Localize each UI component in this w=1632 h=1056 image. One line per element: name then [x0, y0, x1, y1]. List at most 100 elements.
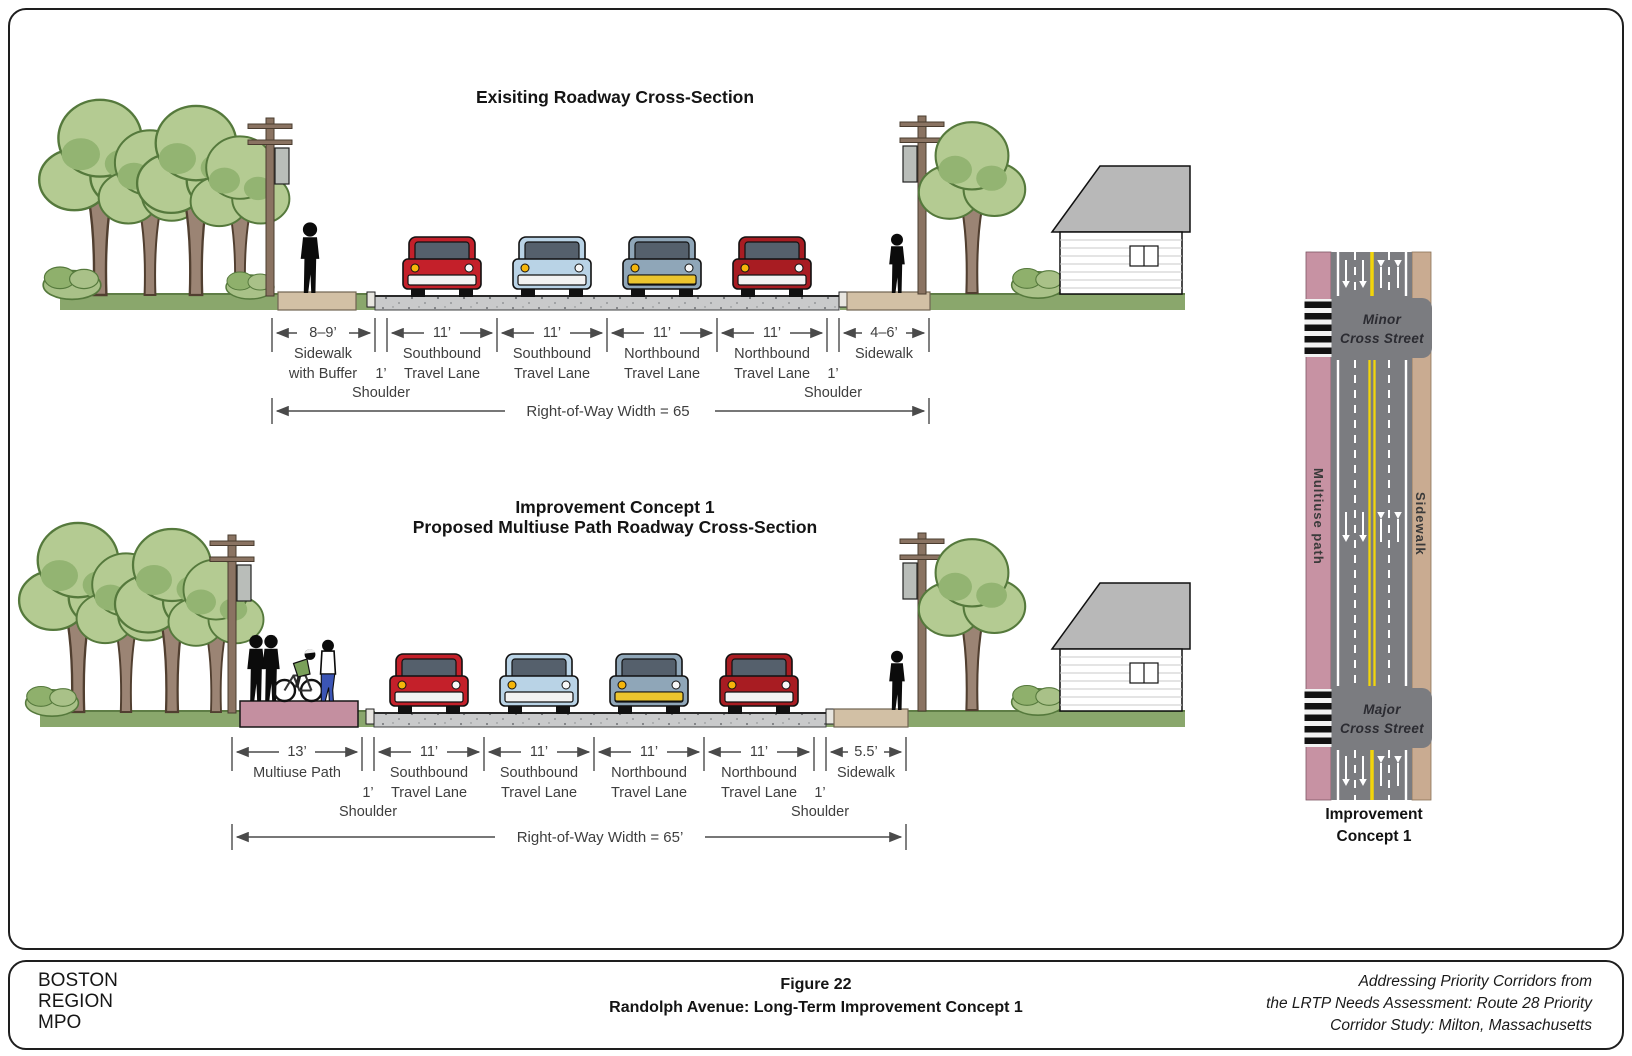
dim-label: Sidewalk	[836, 765, 896, 781]
car-icon	[389, 653, 469, 715]
credit-line: Addressing Priority Corridors from	[1358, 973, 1592, 990]
bush-icon	[42, 266, 102, 301]
right-of-way-label: Right-of-Way Width = 65’	[516, 829, 684, 846]
concept-cross-section-scene	[17, 521, 1191, 728]
minor-cross-street-label: Cross Street	[1340, 331, 1424, 346]
dim-label: with Buffer	[288, 366, 358, 382]
dim-label: Travel Lane	[390, 785, 468, 801]
figure-title: Randolph Avenue: Long-Term Improvement C…	[609, 999, 1023, 1016]
existing-section-title: Exisiting Roadway Cross-Section	[475, 87, 755, 107]
house-icon	[1051, 582, 1191, 712]
dim-label: Southbound	[402, 346, 482, 362]
dim-value: 13’	[287, 744, 307, 760]
dim-label: Sidewalk	[854, 346, 914, 362]
dim-value: 11’	[749, 744, 769, 760]
multiuse-path-label: Multiuse path	[1311, 468, 1326, 565]
car-icon	[622, 236, 702, 298]
curb	[365, 708, 375, 725]
curb	[825, 708, 835, 725]
center-lines	[1368, 252, 1376, 800]
tree-icon	[917, 538, 1027, 712]
dim-label: Travel Lane	[623, 366, 701, 382]
plan-view	[1304, 251, 1432, 801]
dim-label: Shoulder	[803, 385, 863, 401]
cyclist-icon	[272, 647, 324, 703]
dim-value: 8–9’	[309, 325, 337, 341]
dim-label: Travel Lane	[403, 366, 481, 382]
concept-dimension-lines	[231, 737, 907, 850]
dim-label: Southbound	[499, 765, 579, 781]
existing-cross-section-scene	[38, 98, 1191, 311]
car-icon	[719, 653, 799, 715]
bush-icon	[1010, 684, 1066, 716]
sidewalk-right	[833, 708, 909, 728]
car-icon	[402, 236, 482, 298]
dim-label: Northbound	[721, 765, 797, 781]
figure-number: Figure 22	[780, 976, 852, 993]
sidewalk-right	[846, 291, 931, 311]
pedestrian-icon	[889, 233, 905, 293]
curb	[366, 291, 376, 308]
multiuse-path	[239, 700, 359, 728]
dim-label: Southbound	[389, 765, 469, 781]
house-icon	[1051, 165, 1191, 295]
lane-dashed-lines	[1354, 252, 1390, 800]
report-credit: Addressing Priority Corridors from the L…	[1266, 971, 1592, 1037]
car-icon	[499, 653, 579, 715]
dim-value: 11’	[639, 744, 659, 760]
right-of-way-label: Right-of-Way Width = 65	[526, 403, 690, 420]
pedestrian-icon	[262, 634, 280, 701]
major-cross-street-label: Major	[1363, 702, 1401, 717]
credit-line: Corridor Study: Milton, Massachusetts	[1330, 1017, 1592, 1034]
dim-label: Northbound	[734, 346, 810, 362]
dim-label: Southbound	[512, 346, 592, 362]
dim-label: Shoulder	[790, 804, 850, 820]
existing-dimension-lines	[271, 318, 930, 424]
lane-edge-lines	[1336, 252, 1408, 800]
concept-section-subtitle: Proposed Multiuse Path Roadway Cross-Sec…	[412, 517, 818, 537]
credit-line: the LRTP Needs Assessment: Route 28 Prio…	[1266, 995, 1592, 1012]
dim-label: Travel Lane	[733, 366, 811, 382]
dim-value: 5.5’	[854, 744, 878, 760]
dim-label: Travel Lane	[720, 785, 798, 801]
dim-value: 11’	[529, 744, 549, 760]
org-line: MPO	[38, 1012, 82, 1033]
footer-border	[8, 960, 1624, 1050]
car-icon	[609, 653, 689, 715]
crosswalk-icon	[1304, 299, 1332, 747]
dim-value: 4–6’	[870, 325, 898, 341]
grass-right	[826, 711, 1185, 727]
roadway	[374, 295, 840, 311]
jogger-icon	[319, 638, 337, 702]
pedestrian-icon	[247, 634, 265, 701]
dim-label: Travel Lane	[610, 785, 688, 801]
car-icon	[512, 236, 592, 298]
dim-label: Northbound	[624, 346, 700, 362]
roadway	[373, 712, 827, 728]
pedestrian-icon	[889, 650, 905, 710]
dim-label: Travel Lane	[500, 785, 578, 801]
sidewalk-label: Sidewalk	[1413, 492, 1428, 556]
curb	[838, 291, 848, 308]
dim-value: 1’	[375, 366, 387, 382]
dim-value: 11’	[652, 325, 672, 341]
minor-cross-street-label: Minor	[1362, 312, 1402, 327]
org-line: BOSTON	[38, 970, 118, 991]
major-cross-street-block	[1331, 688, 1432, 748]
plan-caption: Concept 1	[1336, 828, 1412, 845]
sidewalk-with-buffer	[277, 291, 357, 311]
major-cross-street-label: Cross Street	[1340, 721, 1424, 736]
minor-cross-street-block	[1331, 298, 1432, 358]
dim-value: 11’	[542, 325, 562, 341]
dim-label: Shoulder	[338, 804, 398, 820]
dim-label: Travel Lane	[513, 366, 591, 382]
pedestrian-icon	[300, 222, 320, 293]
bush-icon	[1010, 267, 1066, 299]
org-line: REGION	[38, 991, 113, 1012]
lane-direction-arrows	[1342, 260, 1402, 786]
car-icon	[732, 236, 812, 298]
dim-label: Sidewalk	[293, 346, 353, 362]
dim-label: Northbound	[611, 765, 687, 781]
tree-icon	[917, 121, 1027, 295]
